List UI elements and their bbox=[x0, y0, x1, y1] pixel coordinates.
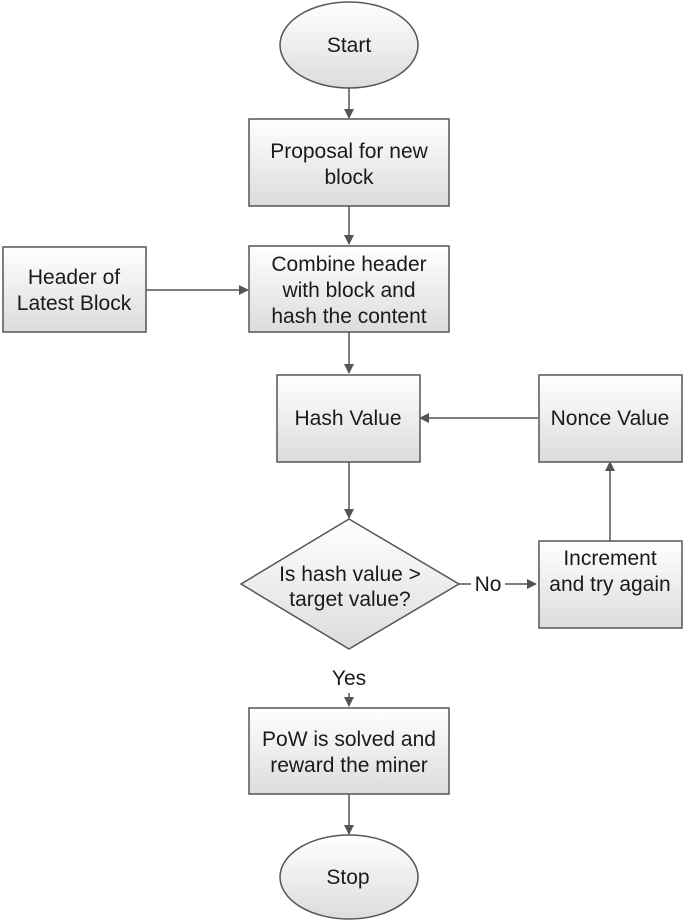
proposal-label-line-2: block bbox=[324, 166, 374, 189]
increment-box: Increment and try again bbox=[538, 540, 683, 629]
hash-value-label: Hash Value bbox=[294, 407, 401, 430]
hash-value-box: Hash Value bbox=[276, 374, 421, 463]
stop-terminal: Stop bbox=[279, 834, 419, 920]
no-label: No bbox=[475, 573, 502, 596]
combine-label-line-1: Combine header bbox=[271, 253, 426, 276]
pow-solved-label-line-1: PoW is solved and bbox=[262, 728, 436, 751]
header-latest-label-line-1: Header of bbox=[28, 266, 120, 289]
decision-label-line-1: Is hash value > bbox=[279, 563, 421, 586]
pow-solved-box: PoW is solved and reward the miner bbox=[248, 707, 450, 795]
proposal-label-line-1: Proposal for new bbox=[270, 140, 428, 163]
nonce-value-box: Nonce Value bbox=[538, 374, 683, 463]
stop-label: Stop bbox=[326, 866, 369, 889]
start-terminal: Start bbox=[279, 1, 419, 89]
header-latest-label-line-2: Latest Block bbox=[17, 292, 132, 315]
header-latest-block-box: Header of Latest Block bbox=[2, 246, 147, 333]
start-label: Start bbox=[327, 34, 372, 57]
pow-solved-label-line-2: reward the miner bbox=[270, 754, 428, 777]
decision-label-line-2: target value? bbox=[289, 588, 410, 611]
nonce-value-label: Nonce Value bbox=[551, 407, 670, 430]
increment-label-line-1: Increment bbox=[563, 547, 657, 570]
decision-diamond: Is hash value > target value? bbox=[239, 518, 461, 650]
proposal-box: Proposal for new block bbox=[248, 118, 450, 207]
combine-label-line-2: with block and bbox=[281, 279, 415, 302]
increment-label-line-2: and try again bbox=[549, 573, 670, 596]
combine-box: Combine header with block and hash the c… bbox=[248, 245, 450, 333]
combine-label-line-3: hash the content bbox=[271, 305, 426, 328]
yes-label: Yes bbox=[332, 667, 366, 690]
